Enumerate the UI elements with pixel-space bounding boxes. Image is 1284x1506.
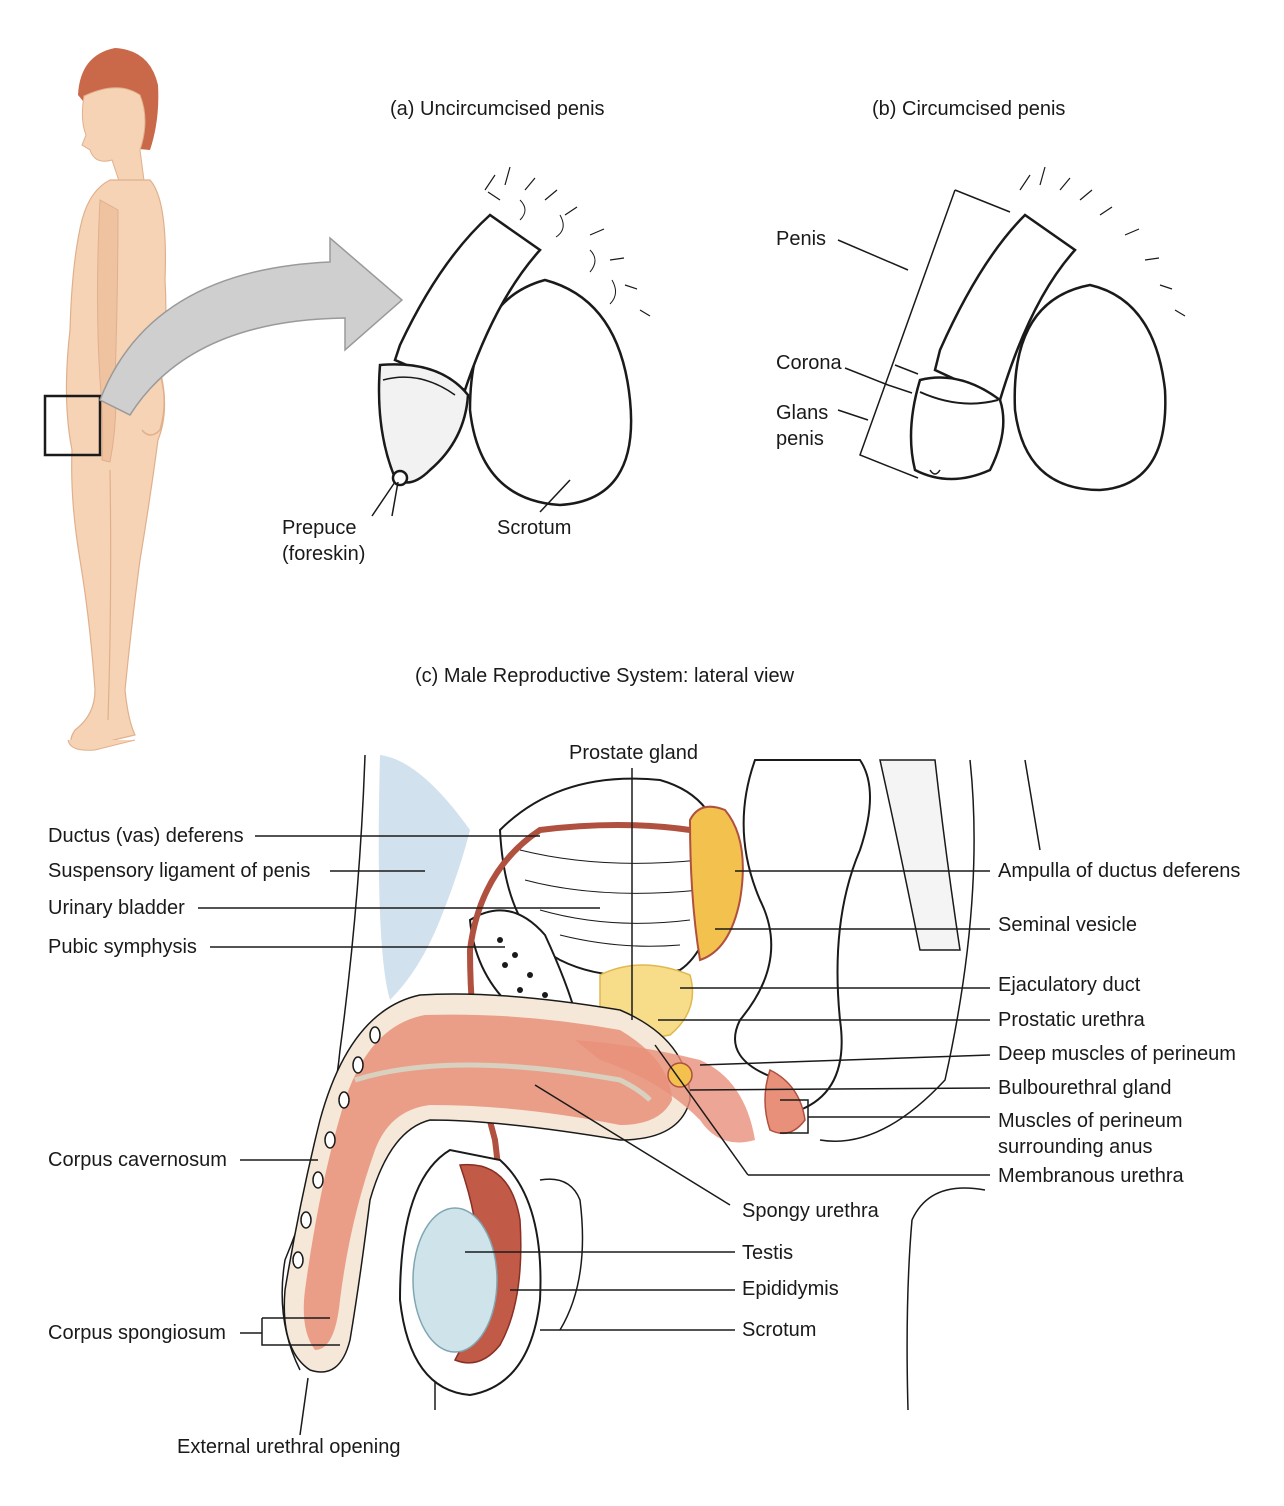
panel-c-drawing bbox=[281, 754, 1041, 1411]
panel-c-leaders bbox=[198, 768, 991, 1436]
label-seminal: Seminal vesicle bbox=[998, 914, 1137, 936]
label-pubic: Pubic symphysis bbox=[48, 936, 197, 958]
label-spongiosum: Corpus spongiosum bbox=[48, 1322, 226, 1344]
label-glans: Glans penis bbox=[776, 402, 829, 450]
label-cavernosum: Corpus cavernosum bbox=[48, 1149, 227, 1171]
label-bladder: Urinary bladder bbox=[48, 897, 185, 919]
label-spongy: Spongy urethra bbox=[742, 1200, 879, 1222]
label-ductus: Ductus (vas) deferens bbox=[48, 825, 244, 847]
label-deep-muscles: Deep muscles of perineum bbox=[998, 1043, 1236, 1065]
panel-a-drawing bbox=[377, 166, 651, 507]
label-epididymis: Epididymis bbox=[742, 1278, 839, 1300]
panel-b-title: (b) Circumcised penis bbox=[872, 98, 1066, 120]
panel-c-title: (c) Male Reproductive System: lateral vi… bbox=[415, 665, 795, 687]
label-prostatic: Prostatic urethra bbox=[998, 1009, 1145, 1031]
label-bulbourethral: Bulbourethral gland bbox=[998, 1077, 1172, 1099]
panel-b-brackets bbox=[837, 189, 1011, 479]
label-membranous: Membranous urethra bbox=[998, 1165, 1184, 1187]
label-corona: Corona bbox=[776, 352, 842, 374]
label-external-opening: External urethral opening bbox=[177, 1436, 401, 1458]
label-prepuce: Prepuce (foreskin) bbox=[282, 517, 366, 565]
label-penis: Penis bbox=[776, 228, 827, 250]
region-box bbox=[43, 394, 102, 457]
panel-b-drawing bbox=[909, 166, 1186, 492]
label-scrotum-a: Scrotum bbox=[497, 517, 572, 539]
panel-a-title: (a) Uncircumcised penis bbox=[390, 98, 605, 120]
label-prostate: Prostate gland bbox=[569, 742, 698, 764]
label-suspensory: Suspensory ligament of penis bbox=[48, 860, 311, 882]
label-testis: Testis bbox=[742, 1242, 794, 1264]
label-ampulla: Ampulla of ductus deferens bbox=[998, 860, 1241, 882]
label-muscles-anus: Muscles of perineum surrounding anus bbox=[998, 1110, 1183, 1158]
label-scrotum-c: Scrotum bbox=[742, 1319, 817, 1341]
zoom-arrow bbox=[99, 236, 404, 416]
label-ejaculatory: Ejaculatory duct bbox=[998, 974, 1141, 996]
